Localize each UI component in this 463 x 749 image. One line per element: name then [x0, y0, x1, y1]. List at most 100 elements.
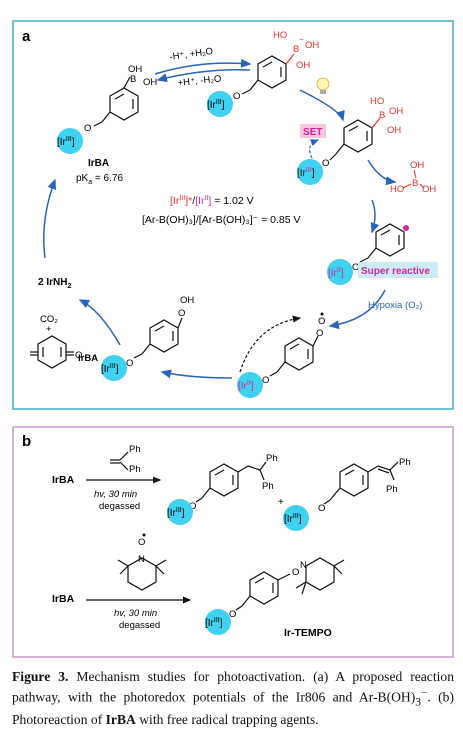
- hypoxia-label: Hypoxia (O₂): [368, 300, 422, 311]
- potential-1: [IrIII]*/[IrII] = 1.02 V: [170, 195, 254, 207]
- set-label: SET: [303, 127, 322, 138]
- boronate-structure: [241, 53, 295, 95]
- irba-o: O: [84, 123, 91, 134]
- product-1-ph-2: Ph: [262, 481, 274, 492]
- light-bulb-icon: [316, 77, 330, 94]
- boric-ho: HO: [390, 184, 404, 195]
- ir-tempo-n: N: [300, 560, 307, 571]
- boronate-oh-1: OH: [305, 40, 319, 51]
- caption-text-3: with free radical trapping agents.: [135, 712, 319, 728]
- plus-label: +: [46, 324, 52, 335]
- caption-irba: IrBA: [105, 712, 136, 728]
- aryl-radical-structure: [359, 223, 405, 263]
- super-reactive-box: [358, 262, 438, 278]
- irba-name: IrBA: [88, 158, 109, 169]
- tempo-reagent: [117, 557, 167, 591]
- irba-pka: pKa = 6.76: [76, 173, 123, 186]
- boronate-ho: HO: [273, 30, 287, 41]
- boronate-b: B: [293, 44, 299, 55]
- irba-oh-1: OH: [128, 64, 142, 75]
- hydroperoxide-oh: OH: [180, 295, 194, 306]
- ir-tempo-label: Ir-TEMPO: [284, 627, 332, 639]
- panel-b-frame: [12, 426, 454, 658]
- super-reactive-label: Super reactive: [361, 266, 430, 277]
- quinone-o: O: [75, 350, 82, 361]
- eq-bottom-label: +H⁺, -H₂O: [177, 73, 222, 89]
- eq-forward-arrow: [154, 58, 252, 75]
- peroxy-o1: O: [316, 328, 323, 339]
- svg-text:[IrII]: [IrII]: [238, 380, 254, 392]
- svg-text:[IrIII]: [IrIII]: [207, 99, 225, 111]
- svg-text:[IrII]: [IrII]: [328, 267, 344, 279]
- irba-2-label: IrBA: [52, 593, 75, 605]
- ir-complex-b2: [IrIII]: [283, 505, 309, 531]
- svg-text:[IrIII]: [IrIII]: [57, 136, 75, 148]
- arrow-to-radical: [370, 199, 380, 234]
- irba-mid-label: IrBA: [78, 353, 98, 364]
- figure-label: Figure 3.: [12, 669, 69, 684]
- cond-2-line2: degassed: [119, 620, 160, 631]
- aryl-o: O: [352, 262, 359, 273]
- excited-oh-2: OH: [387, 125, 401, 136]
- ir-complex-excited: [IrIII]: [297, 159, 323, 185]
- boronate-oh-2: OH: [296, 60, 310, 71]
- excited-structure: [329, 117, 381, 161]
- product-1-structure: [195, 461, 267, 503]
- caption-sup: −: [420, 687, 428, 699]
- arrow-release: [367, 159, 397, 186]
- svg-text:[IrIII]: [IrIII]: [205, 617, 223, 629]
- product-1-o: O: [189, 501, 196, 512]
- svg-text:[IrIII]: [IrIII]: [284, 513, 302, 525]
- ir-complex-b3: [IrIII]: [205, 609, 231, 635]
- hydroperoxide-o: O: [178, 308, 185, 319]
- panel-a-frame: [12, 20, 454, 410]
- peroxy-o3: O: [262, 375, 269, 386]
- arrow-to-products: [78, 299, 121, 346]
- product-1-ph-1: Ph: [266, 453, 278, 464]
- radical-dot: [403, 225, 409, 231]
- eq-back-arrow: [156, 68, 251, 83]
- potential-2: [Ar-B(OH)₃]/[Ar-B(OH)₃]⁻ = 0.85 V: [142, 214, 301, 226]
- svg-text:[IrIII]: [IrIII]: [101, 363, 119, 375]
- irnh2-label: 2 IrNH2: [38, 277, 71, 290]
- hydroperoxide-o2: O: [126, 358, 133, 369]
- electron-transfer-arrow: [239, 315, 302, 373]
- reagent-ph-1: Ph: [129, 444, 141, 455]
- set-box: [300, 124, 326, 138]
- excited-b: B: [379, 110, 385, 121]
- ir-tempo-structure: [235, 557, 345, 611]
- cond-1-line2: degassed: [99, 501, 140, 512]
- irba-b: B: [130, 74, 136, 85]
- peroxy-o2: O: [318, 316, 325, 327]
- product-2-ph-2: Ph: [386, 484, 398, 495]
- peroxy-structure: [269, 335, 319, 377]
- diphenylethylene-reagent: [110, 451, 129, 471]
- boronate-charge: −: [299, 35, 304, 44]
- svg-text:[IrIII]: [IrIII]: [167, 507, 185, 519]
- ir-complex-4: [IrII]: [237, 372, 263, 398]
- tempo-n: N: [138, 554, 145, 565]
- ir-complex-1: [IrIII]: [57, 128, 83, 154]
- plus-b: +: [278, 497, 284, 508]
- arrow-to-start: [43, 178, 57, 259]
- boric-b: B: [412, 178, 418, 189]
- arrow-hypoxia: [328, 289, 386, 330]
- ir-complex-3: [IrII]: [327, 259, 353, 285]
- figure-caption: Figure 3. Mechanism studies for photoact…: [12, 668, 454, 728]
- caption-text-1: Mechanism studies for photoactivation. (…: [12, 669, 454, 705]
- irba-1-label: IrBA: [52, 474, 75, 486]
- eq-top-label: -H⁺, +H₂O: [169, 46, 214, 63]
- set-electron-arrow: [308, 139, 320, 159]
- boric-oh: OH: [410, 160, 424, 171]
- irba-structure: [93, 76, 139, 127]
- tempo-o: O: [138, 537, 145, 548]
- product-2-structure: [323, 461, 399, 505]
- ir-complex-2: [IrIII]: [207, 91, 233, 117]
- caption-sub: 3: [415, 696, 421, 709]
- svg-text:[IrIII]: [IrIII]: [297, 167, 315, 179]
- reagent-ph-2: Ph: [129, 464, 141, 475]
- arrow-light: [299, 89, 345, 122]
- panel-b-label: b: [22, 433, 31, 450]
- ir-complex-b1: [IrIII]: [167, 499, 193, 525]
